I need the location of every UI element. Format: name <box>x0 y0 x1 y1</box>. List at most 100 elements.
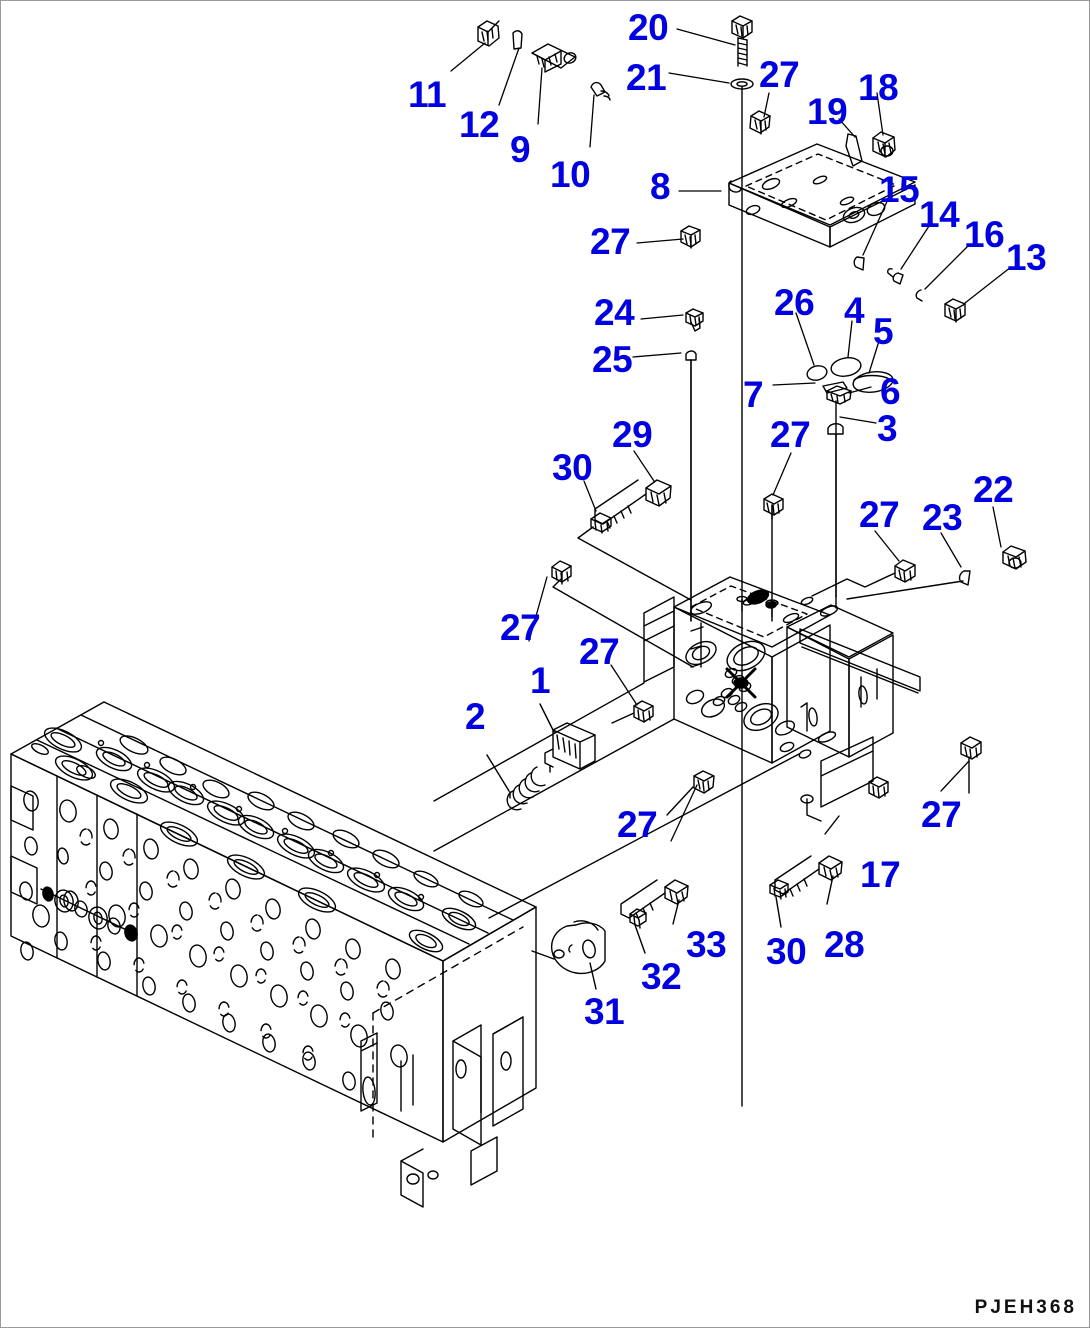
part-28-bolt <box>774 855 843 897</box>
part-27-bolt-coverplate-left <box>680 225 701 249</box>
part-25-rod <box>685 350 697 622</box>
top-face-ports <box>31 727 484 953</box>
figure-code: PJEH368 <box>974 1297 1077 1318</box>
callout-30: 30 <box>766 931 807 972</box>
callout-23: 23 <box>922 497 963 538</box>
leader-27-right-lbl <box>874 530 900 562</box>
callout-14: 14 <box>919 194 960 235</box>
part-27-bolt-center-top <box>763 493 784 520</box>
callout-7: 7 <box>743 374 764 415</box>
leader-9 <box>537 67 543 125</box>
callout-17: 17 <box>860 854 901 895</box>
callout-21: 21 <box>626 57 667 98</box>
leader-block-to-assembly <box>488 753 800 919</box>
leader-32 <box>634 924 646 954</box>
part-3-spool <box>827 423 844 598</box>
leader-10 <box>589 94 595 148</box>
callout-31: 31 <box>584 991 625 1032</box>
part-27-bolt-left-mid <box>633 700 654 723</box>
callout-6: 6 <box>880 371 901 412</box>
callout-28: 28 <box>824 924 865 965</box>
leader-4 <box>847 320 853 358</box>
front-face-holes <box>19 790 408 1091</box>
shaft-lines <box>690 360 837 622</box>
callout-13: 13 <box>1006 237 1047 278</box>
callout-12: 12 <box>459 104 500 145</box>
part-27-bolt-bottom-center <box>693 770 715 794</box>
callout-3: 3 <box>877 408 898 449</box>
right-end-face-detail <box>360 926 524 1208</box>
part-17-tab <box>806 798 822 822</box>
part-2-spring <box>506 765 551 811</box>
leader-27-right-upper <box>811 572 896 597</box>
part-4-poppet <box>830 357 862 377</box>
callout-33: 33 <box>686 924 727 965</box>
part-6-nut <box>826 385 852 405</box>
callout-27: 27 <box>500 607 541 648</box>
leader-20 <box>676 28 736 46</box>
part-11-fitting <box>477 20 500 47</box>
part-23-pin <box>958 570 971 586</box>
callout-26: 26 <box>774 282 815 323</box>
part-14-pin <box>887 268 904 285</box>
callout-11: 11 <box>408 74 447 115</box>
part-27-bolt-right-lower <box>868 776 889 799</box>
callout-27: 27 <box>759 54 800 95</box>
leader-14 <box>900 222 932 270</box>
part-5-washer <box>852 371 894 393</box>
part-8-cover-plate <box>728 143 916 248</box>
leader-27-far-right-lbl <box>940 760 970 792</box>
callout-9: 9 <box>510 129 531 170</box>
leader-assembly-to-block <box>433 682 645 802</box>
callout-2: 2 <box>465 696 486 737</box>
part-27-bolt-right-upper <box>894 559 916 583</box>
leader-23-lbl <box>940 532 962 568</box>
part-10-pin <box>590 81 611 101</box>
part-32-washer <box>629 908 647 929</box>
part-27-bolt-far-right <box>960 736 982 760</box>
callout-27: 27 <box>579 631 620 672</box>
leader-27-left-upper <box>552 578 694 668</box>
callout-leader-lines <box>450 28 1012 842</box>
leader-27-center-top <box>772 452 792 496</box>
leader-17 <box>824 815 840 835</box>
leader-13 <box>964 266 1012 304</box>
part-24-screw <box>685 308 704 332</box>
leader-27-coverplate <box>636 238 684 244</box>
callout-5: 5 <box>873 311 894 352</box>
leader-27-bottom-lbl <box>670 784 698 842</box>
part-21-oring <box>730 78 754 90</box>
callout-27: 27 <box>590 221 631 262</box>
part-12-pin <box>512 30 523 50</box>
callout-10: 10 <box>550 154 591 195</box>
callout-27: 27 <box>859 494 900 535</box>
callout-19: 19 <box>807 91 848 132</box>
callout-1: 1 <box>530 660 551 701</box>
part-15-pin <box>853 256 865 271</box>
part-9-connector <box>531 43 577 73</box>
leader-25 <box>632 352 682 358</box>
part-27-bolt-left-upper <box>551 560 572 585</box>
part-20-screw <box>731 15 753 67</box>
part-31-end-cover <box>550 920 606 975</box>
leader-27-left-mid <box>611 712 635 724</box>
leader-22 <box>992 506 1002 548</box>
part-22-plug <box>1002 545 1027 570</box>
leader-27-top <box>763 92 770 118</box>
part-29-bolt <box>594 479 672 529</box>
leader-30-left <box>577 526 692 601</box>
part-30-washer-left <box>590 512 612 534</box>
callout-20: 20 <box>628 7 669 48</box>
center-valve-body <box>643 576 921 808</box>
leader-21 <box>668 72 730 84</box>
leader-30-right <box>775 896 782 928</box>
leader-19 <box>838 118 856 138</box>
part-27-bolt-upper <box>749 110 771 135</box>
leader-6 <box>848 386 872 394</box>
callout-27: 27 <box>921 794 962 835</box>
callout-18: 18 <box>858 67 899 108</box>
leader-5 <box>868 340 880 374</box>
callout-16: 16 <box>964 214 1005 255</box>
callout-8: 8 <box>650 166 671 207</box>
leader-11 <box>450 42 486 72</box>
